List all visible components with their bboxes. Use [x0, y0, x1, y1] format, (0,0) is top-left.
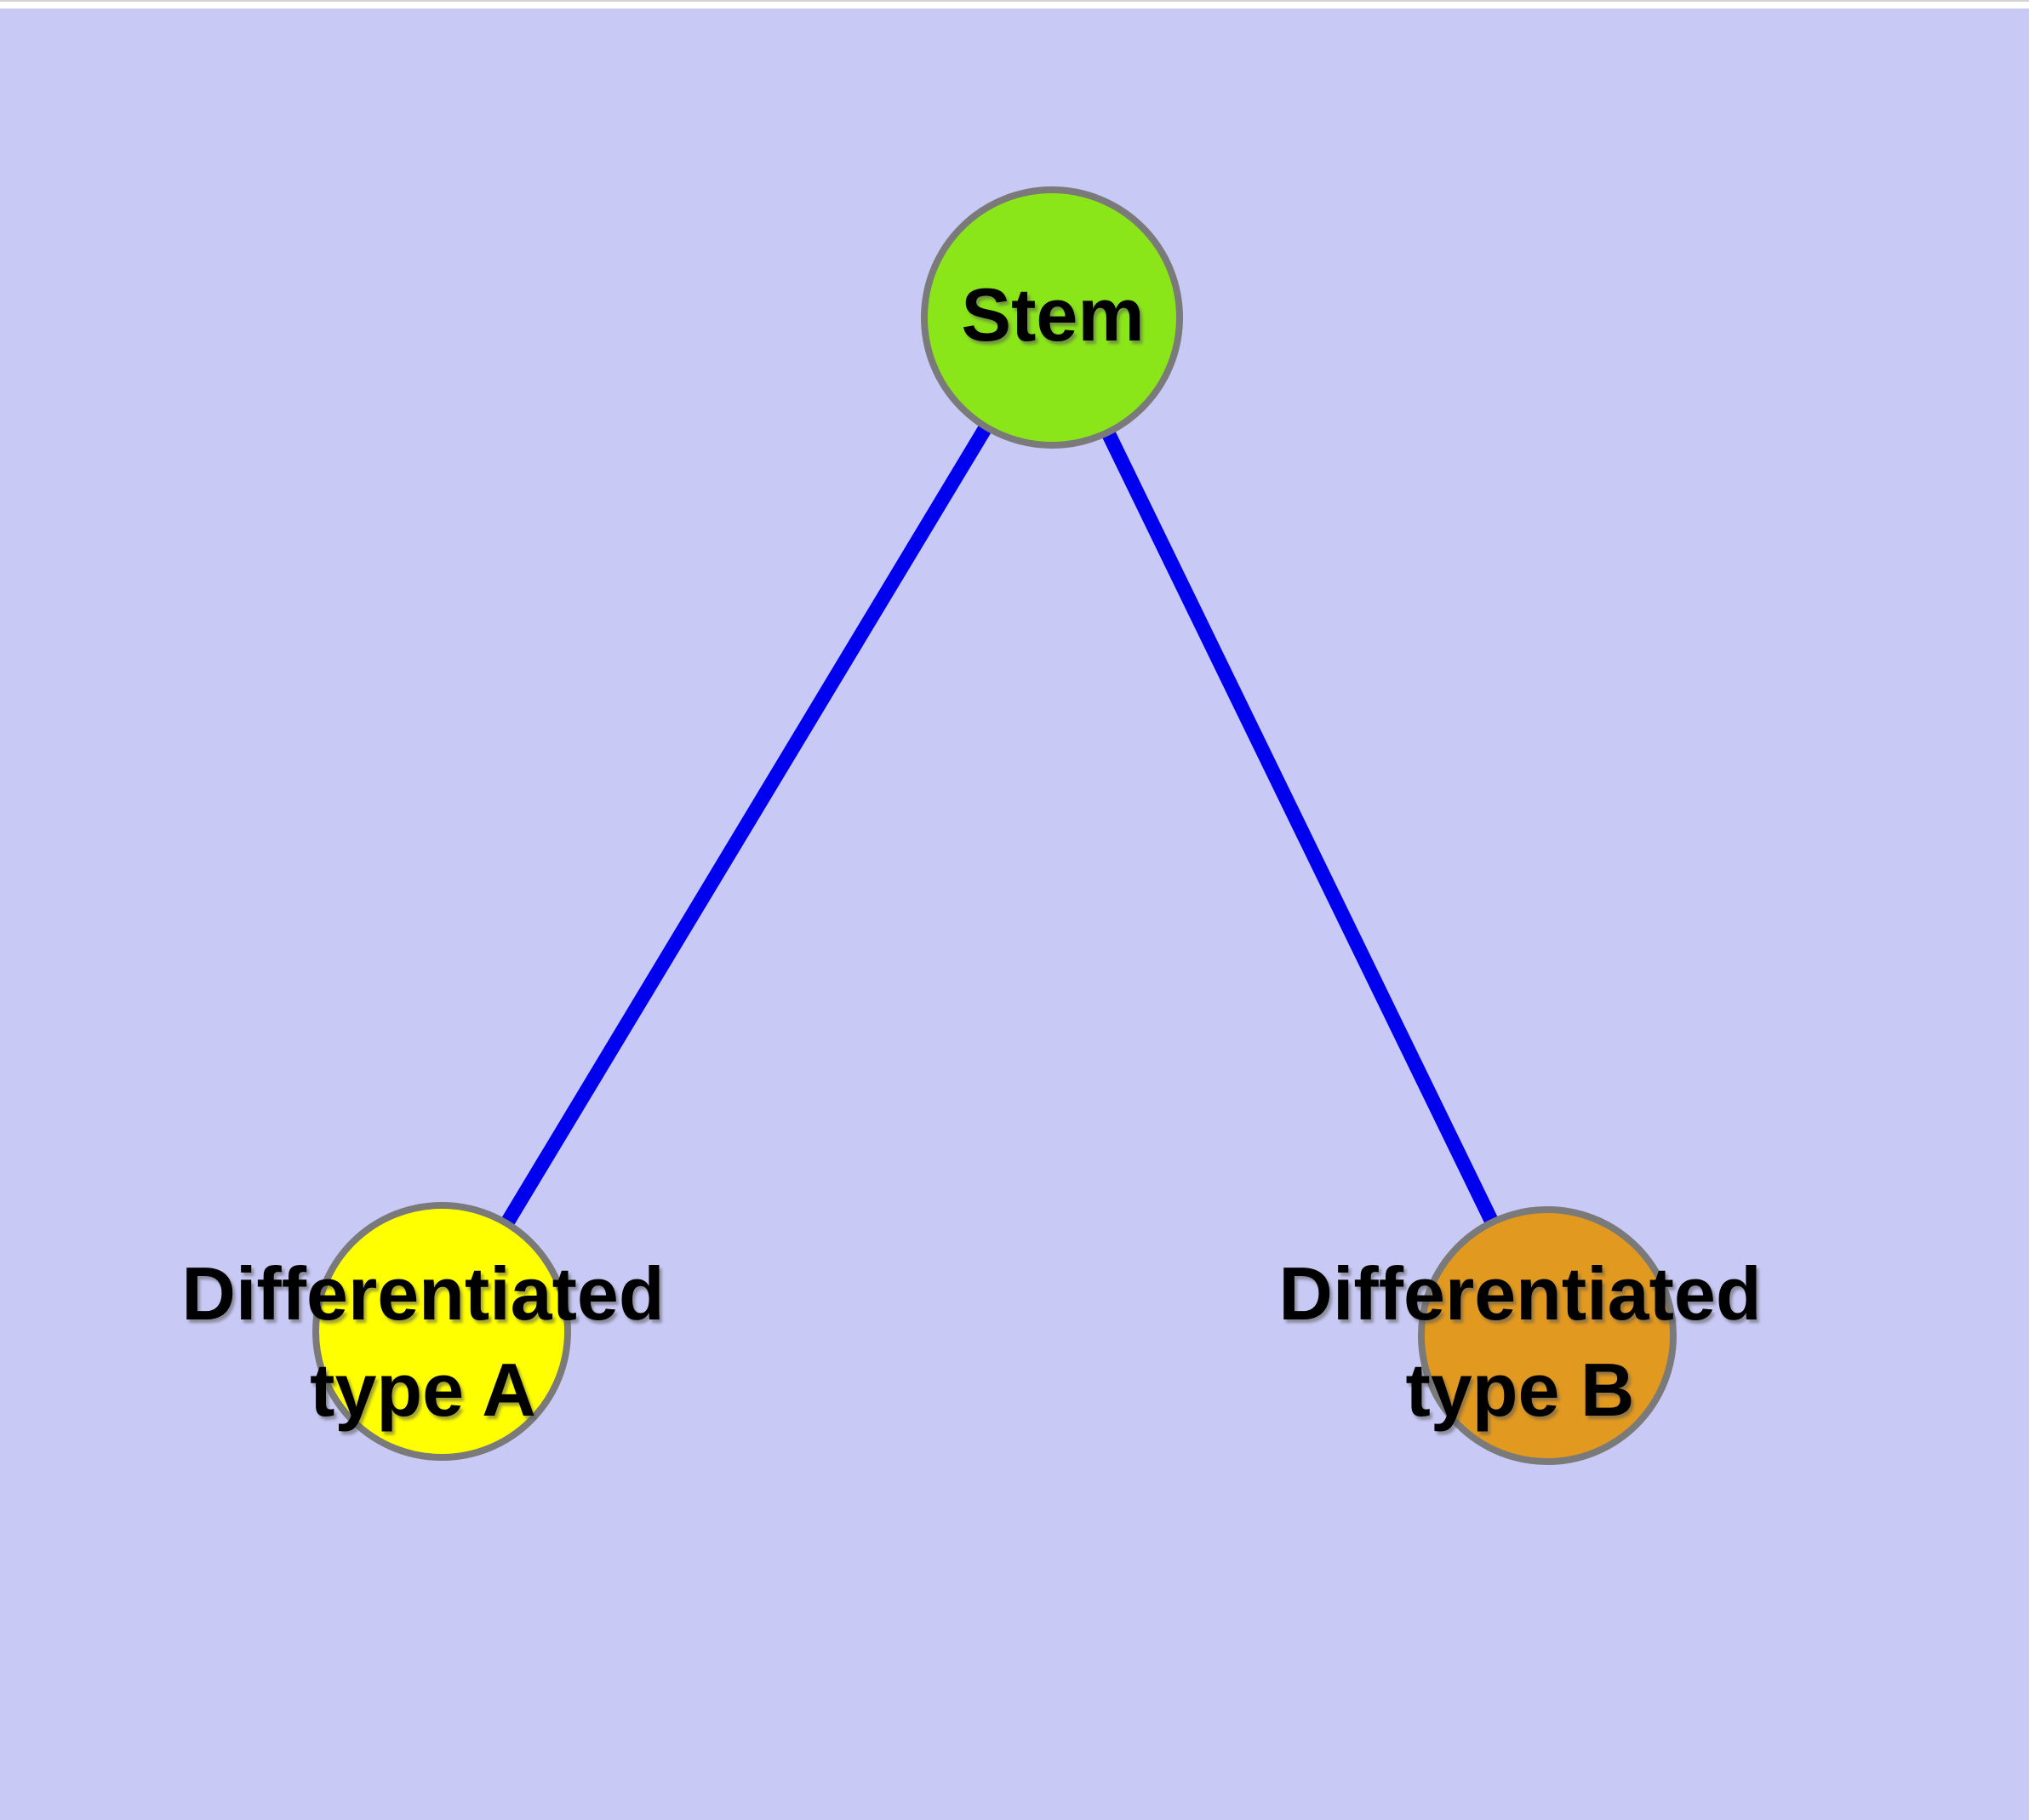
node-type-b-label-line2: type B	[1406, 1348, 1635, 1432]
node-differentiated-type-a	[312, 1202, 571, 1461]
edge-layer	[435, 313, 1554, 1339]
node-stem-label: Stem	[961, 272, 1144, 357]
edge-stem-to-type-a	[435, 313, 1059, 1336]
top-border-line	[0, 0, 2029, 2]
node-stem	[921, 186, 1183, 449]
label-layer: Stem Differentiated type A Differentiate…	[181, 272, 1761, 1432]
node-type-b-label-line1: Differentiated	[1278, 1251, 1761, 1336]
node-type-a-label-line2: type A	[310, 1348, 536, 1432]
edge-stem-to-type-b	[1045, 314, 1554, 1339]
node-layer	[312, 186, 1677, 1465]
top-white-strip	[0, 2, 2029, 9]
node-type-a-label-line1: Differentiated	[181, 1251, 664, 1336]
node-differentiated-type-b	[1418, 1206, 1677, 1465]
